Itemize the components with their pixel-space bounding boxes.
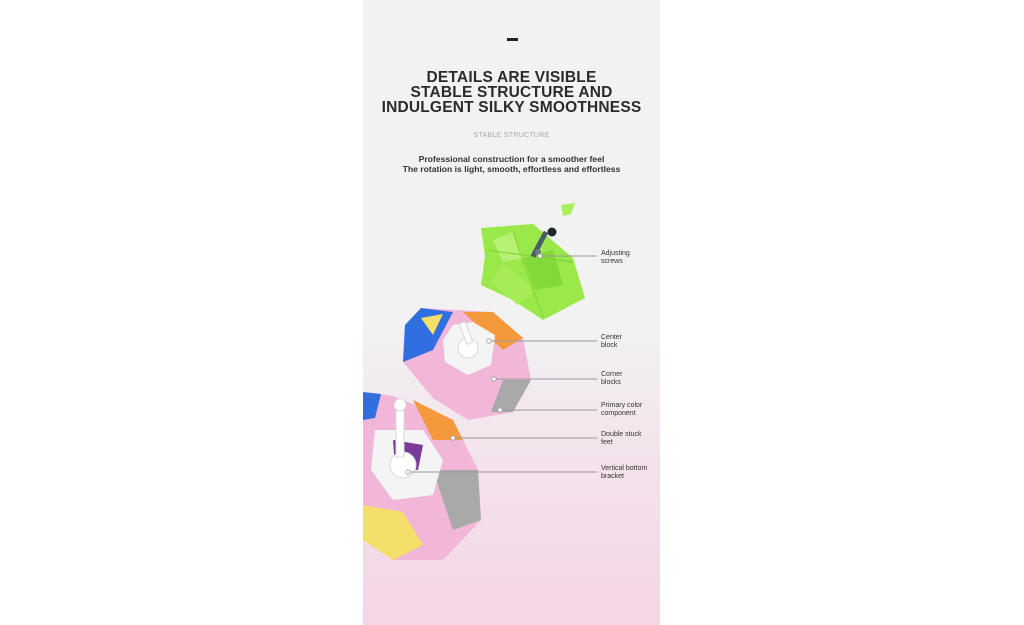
callout-text-line: block: [601, 342, 618, 350]
callout-center-block: Center block: [601, 334, 659, 351]
middle-cube-piece: [403, 308, 531, 420]
callout-text-line: bracket: [601, 473, 624, 481]
callout-text-line: Double stuck: [601, 431, 642, 438]
callout-lines: [408, 255, 597, 473]
callout-adjusting-screws: Adjusting screws: [601, 250, 659, 267]
callout-vertical-bottom-bracket: Vertical bottom bracket: [601, 465, 659, 482]
callout-text-line: Adjusting: [601, 250, 630, 257]
headline: DETAILS ARE VISIBLE STABLE STRUCTURE AND…: [363, 69, 660, 116]
section-subtag: STABLE STRUCTURE: [473, 132, 550, 139]
headline-line-3: INDULGENT SILKY SMOOTHNESS: [381, 99, 642, 116]
callout-dots: [405, 253, 543, 475]
callout-text-line: screws: [601, 258, 623, 266]
callout-primary-color-component: Primary color component: [601, 402, 659, 419]
callout-text-line: blocks: [601, 379, 621, 387]
exploded-puzzle-illustration: [363, 203, 597, 560]
callout-double-stuck-feet: Double stuck feet: [601, 431, 659, 448]
callout-text-line: Corner: [601, 371, 623, 378]
description: Professional construction for a smoother…: [363, 154, 660, 174]
description-line-2: The rotation is light, smooth, effortles…: [402, 163, 621, 174]
headline-line-1: DETAILS ARE VISIBLE: [426, 69, 597, 86]
green-face-piece: [481, 203, 585, 320]
description-line-1: Professional construction for a smoother…: [418, 154, 605, 164]
callout-text-line: Center: [601, 334, 623, 341]
headline-line-2: STABLE STRUCTURE AND: [410, 84, 613, 101]
callout-text-line: Vertical bottom: [601, 465, 648, 472]
callout-text-line: feet: [601, 439, 613, 447]
callout-text-line: Primary color: [601, 402, 643, 409]
decorative-dash: [507, 38, 518, 41]
product-detail-panel: DETAILS ARE VISIBLE STABLE STRUCTURE AND…: [363, 0, 660, 625]
bottom-cube-piece: [363, 392, 481, 560]
callout-corner-blocks: Corner blocks: [601, 371, 659, 388]
callout-text-line: component: [601, 410, 636, 418]
